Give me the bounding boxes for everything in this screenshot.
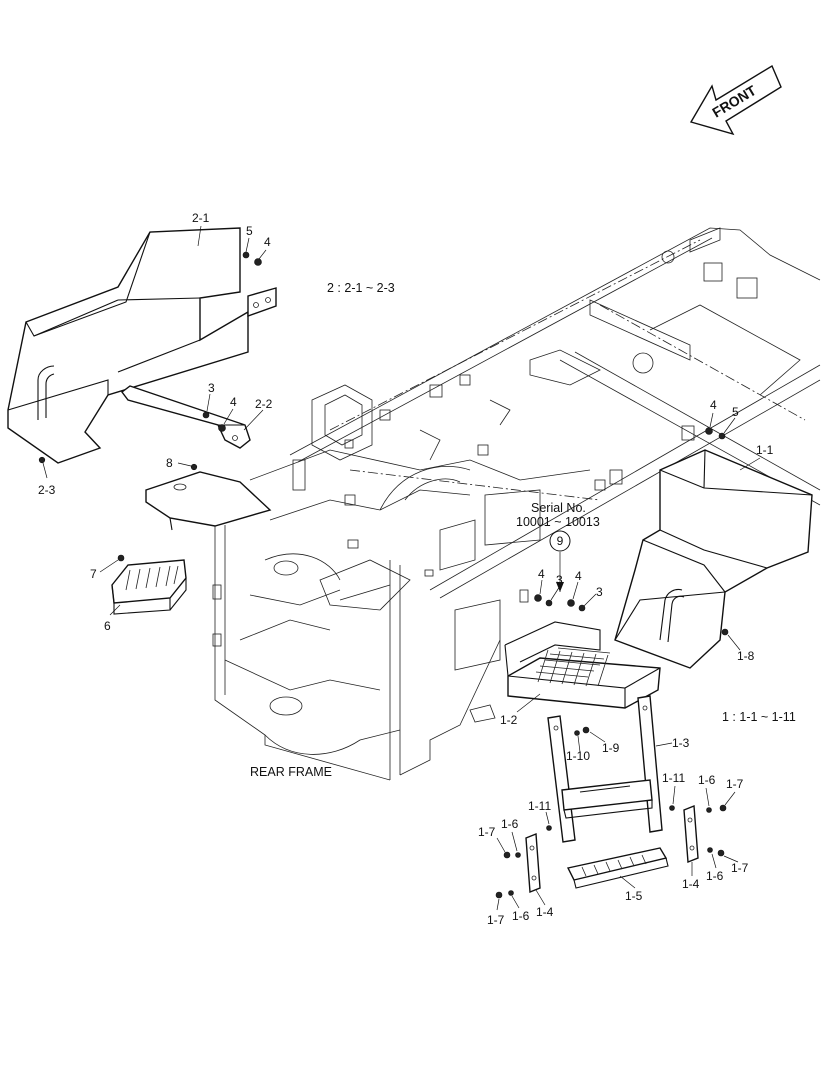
callout-6: 6 (104, 619, 111, 633)
callout-2-3: 2-3 (38, 483, 56, 497)
callout-3: 3 (208, 381, 215, 395)
callout-4: 4 (230, 395, 237, 409)
callout-1-6: 1-6 (512, 909, 530, 923)
callout-1-6: 1-6 (706, 869, 724, 883)
callout-1-9: 1-9 (602, 741, 620, 755)
front-arrow: FRONT (689, 64, 782, 136)
callout-1-5: 1-5 (625, 889, 643, 903)
callout-5: 5 (246, 224, 253, 238)
callout-1-7: 1-7 (731, 861, 749, 875)
callout-1-2: 1-2 (500, 713, 518, 727)
serial-marker: 9 (549, 530, 571, 592)
callout-1-6: 1-6 (698, 773, 716, 787)
rear-frame-label: REAR FRAME (250, 765, 332, 779)
callout-5: 5 (732, 405, 739, 419)
serial-title: Serial No. (531, 501, 586, 515)
group-2-note: 2 : 2-1 ~ 2-3 (327, 281, 395, 295)
callout-1-4: 1-4 (536, 905, 554, 919)
part-6-step (111, 559, 187, 615)
callout-1-7: 1-7 (487, 913, 505, 927)
leader-lines (42, 225, 761, 911)
callout-2-2: 2-2 (255, 397, 273, 411)
callout-8: 8 (166, 456, 173, 470)
group-1-note: 1 : 1-1 ~ 1-11 (722, 710, 796, 724)
part-1-2-step (504, 621, 661, 709)
callout-1-11: 1-11 (662, 771, 685, 785)
callout-1-1: 1-1 (756, 443, 774, 457)
callout-4: 4 (264, 235, 271, 249)
callout-3: 3 (596, 585, 603, 599)
fasteners (38, 251, 729, 899)
rear-frame (212, 227, 821, 781)
part-8-plate (145, 471, 272, 531)
part-1-4-plate-left (525, 832, 541, 894)
callout-4: 4 (710, 398, 717, 412)
callout-1-3: 1-3 (672, 736, 690, 750)
part-1-3-ladder (547, 695, 663, 843)
callout-4: 4 (538, 567, 545, 581)
callout-1-4: 1-4 (682, 877, 700, 891)
serial-marker-number: 9 (557, 534, 564, 548)
part-2-1-fender (7, 227, 249, 464)
part-1-4-plate-right (683, 804, 699, 864)
part-1-5-step (566, 847, 669, 889)
part-1-1-fender (614, 449, 813, 669)
callout-1-7: 1-7 (478, 825, 496, 839)
bracket-2-1 (247, 287, 277, 317)
serial-range: 10001 ~ 10013 (516, 515, 600, 529)
callout-3: 3 (556, 573, 563, 587)
callout-2-1: 2-1 (192, 211, 210, 225)
callout-1-11: 1-11 (528, 799, 551, 813)
callout-7: 7 (90, 567, 97, 581)
callout-1-10: 1-10 (566, 749, 590, 763)
callout-1-7: 1-7 (726, 777, 744, 791)
callout-4: 4 (575, 569, 582, 583)
callout-labels: 2-1 5 4 3 4 2-2 8 2-3 7 6 4 5 1-1 1-8 4 … (38, 211, 774, 927)
callout-1-8: 1-8 (737, 649, 755, 663)
callout-1-6: 1-6 (501, 817, 519, 831)
